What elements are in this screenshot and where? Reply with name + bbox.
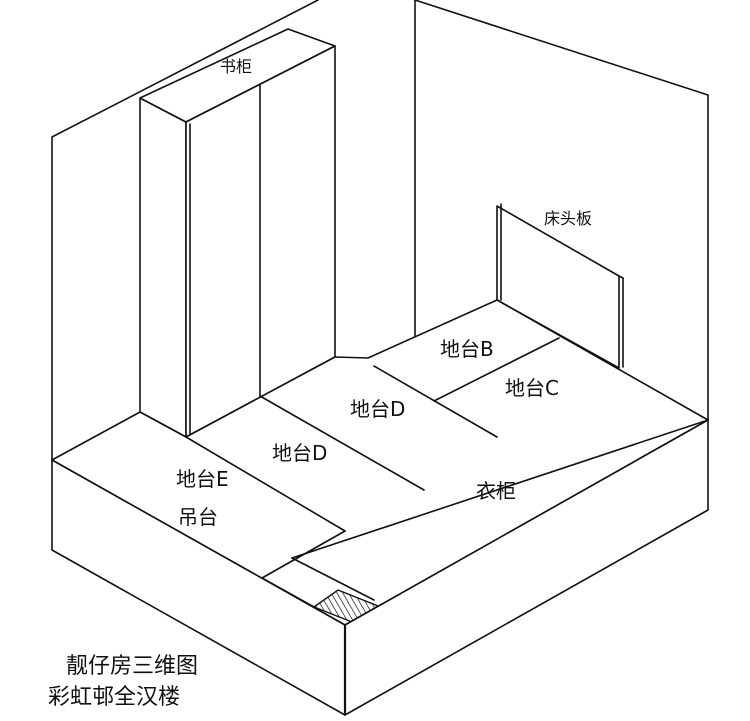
bookcase-front-side [139, 97, 187, 438]
platform-d-lower-label: 地台D [272, 441, 327, 465]
platform-b-label: 地台B [440, 337, 494, 361]
headboard: 床头板 [496, 203, 624, 369]
bookcase-label: 书柜 [220, 57, 252, 76]
left-wall-outline [51, 0, 319, 461]
caption-line-2: 彩虹邨全汉楼 [48, 685, 180, 710]
divider-d-upper [259, 395, 425, 491]
headboard-panel [496, 205, 620, 369]
wardrobe-label: 衣柜 [476, 479, 516, 503]
divider-e-d [185, 436, 346, 532]
platform-labels: 地台B 地台C 地台D 地台D 地台E 吊台 衣柜 [176, 337, 559, 529]
headboard-label: 床头板 [544, 209, 592, 228]
hanging-platform-label: 吊台 [178, 505, 218, 529]
platform-e-label: 地台E [176, 467, 229, 491]
divider-b-c [433, 337, 560, 402]
caption-line-1: 靓仔房三维图 [66, 654, 198, 679]
platform-sides [51, 419, 709, 716]
bookcase: 书柜 [139, 28, 336, 438]
right-wall-outline [414, 0, 709, 421]
wardrobe-edge [291, 419, 709, 559]
walkway-edge [261, 530, 346, 579]
divider-d-b [373, 365, 498, 438]
wardrobe-front-edge [291, 557, 375, 601]
headboard-thickness-top [618, 275, 624, 279]
platform-d-upper-label: 地台D [350, 397, 405, 421]
caption: 靓仔房三维图 彩虹邨全汉楼 [48, 654, 198, 710]
platform-c-label: 地台C [505, 376, 559, 400]
